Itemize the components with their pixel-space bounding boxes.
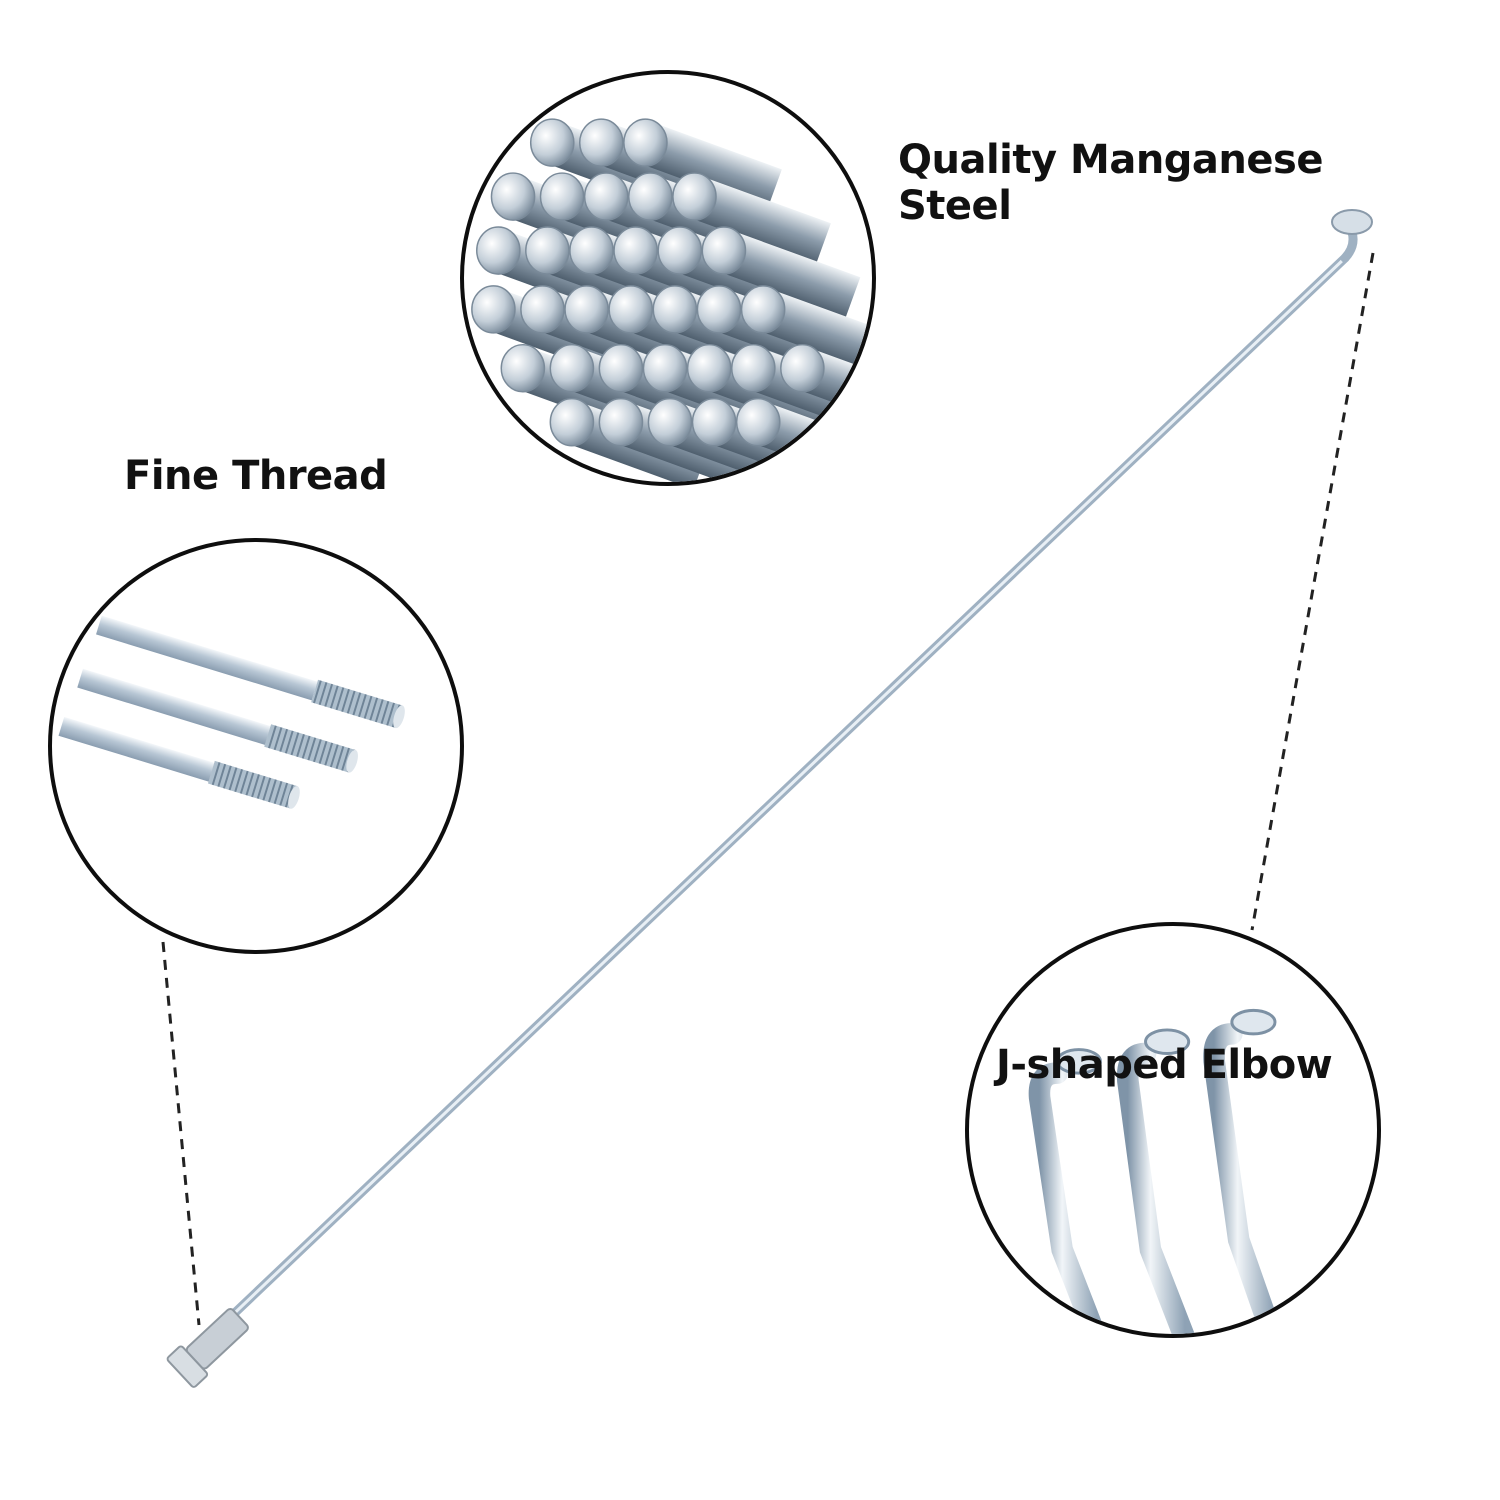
steel-bars-image xyxy=(460,70,876,486)
steel-bar-3 xyxy=(638,122,782,210)
steel-bar-end xyxy=(740,285,786,334)
threaded-rod-3 xyxy=(58,716,300,809)
label-quality-manganese-steel: Quality Manganese Steel xyxy=(898,137,1323,229)
steel-bar-end xyxy=(731,343,776,393)
spoke-nipple xyxy=(166,1307,249,1388)
elbow-2 xyxy=(1116,1028,1195,1334)
steel-bar-end xyxy=(780,343,825,393)
steel-bar-end xyxy=(652,285,698,334)
j-elbow-image xyxy=(965,922,1381,1338)
steel-bar-end xyxy=(569,226,614,275)
steel-bar-14 xyxy=(716,230,861,318)
steel-bar-end xyxy=(642,343,688,393)
steel-bar-end xyxy=(686,343,732,393)
steel-bar-end xyxy=(598,343,644,393)
label-fine-thread: Fine Thread xyxy=(124,453,388,499)
steel-bar-33 xyxy=(750,401,872,482)
steel-bar-end xyxy=(525,226,570,275)
steel-bar-28 xyxy=(794,347,872,436)
steel-bar-end xyxy=(691,397,737,447)
steel-bar-end xyxy=(539,172,585,221)
spoke xyxy=(166,209,1373,1388)
leader-thread xyxy=(161,941,201,1326)
steel-bar-end xyxy=(701,226,747,275)
label-j-shaped-elbow: J-shaped Elbow xyxy=(996,1042,1333,1088)
steel-bar-end xyxy=(696,285,742,334)
steel-bar-end xyxy=(476,226,521,275)
steel-bar-end xyxy=(564,285,609,334)
steel-bar-end xyxy=(529,118,575,167)
steel-bar-end xyxy=(549,343,595,393)
threaded-rod-1 xyxy=(96,615,405,729)
steel-bar-end xyxy=(549,397,595,447)
leader-elbow xyxy=(1250,252,1375,931)
steel-bar-end xyxy=(578,118,624,167)
steel-bar-end xyxy=(520,285,565,334)
steel-bar-end xyxy=(613,226,658,275)
steel-bar-end xyxy=(735,397,781,447)
steel-bar-end xyxy=(672,172,717,221)
steel-bar-21 xyxy=(755,289,872,377)
elbow-3 xyxy=(1203,1008,1284,1334)
steel-bar-end xyxy=(647,397,693,447)
steel-bar-8 xyxy=(687,176,831,264)
steel-bar-end xyxy=(471,285,516,334)
steel-bar-end xyxy=(657,226,703,275)
threaded-rod-2 xyxy=(77,668,358,773)
elbow-1 xyxy=(1028,1048,1107,1334)
steel-bar-end xyxy=(608,285,654,334)
steel-bar-end xyxy=(500,343,546,393)
steel-bar-end xyxy=(628,172,673,221)
fine-thread-image xyxy=(48,538,464,954)
steel-bar-end xyxy=(490,172,536,221)
steel-bar-end xyxy=(598,397,644,447)
steel-bar-end xyxy=(623,118,668,167)
steel-bar-end xyxy=(583,172,629,221)
